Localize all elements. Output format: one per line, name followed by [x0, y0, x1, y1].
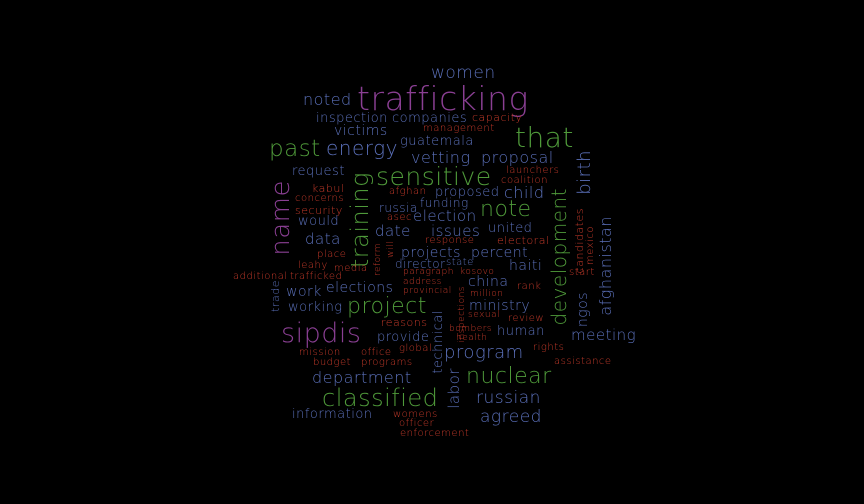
word-request: request [292, 164, 345, 179]
word-ministry: ministry [469, 298, 531, 314]
word-trade: trade [269, 280, 282, 312]
word-inspection: inspection [316, 111, 388, 126]
word-address: address [403, 277, 442, 287]
word-data: data [305, 230, 341, 248]
word-china: china [468, 274, 509, 290]
word-united: united [488, 221, 533, 236]
word-russia: russia [379, 201, 418, 215]
word-concerns: concerns [295, 193, 345, 204]
word-rights: rights [533, 342, 565, 353]
word-afghanistan: afghanistan [596, 216, 615, 316]
word-past: past [269, 136, 321, 162]
word-provide: provide [377, 330, 430, 345]
word-election: election [413, 207, 477, 225]
word-sensitive: sensitive [376, 162, 492, 191]
word-sipdis: sipdis [281, 318, 362, 349]
word-funding: funding [420, 196, 469, 210]
word-budget: budget [313, 357, 352, 368]
word-director: director [395, 257, 446, 271]
word-kabul: kabul [312, 182, 345, 195]
word-provincial: provincial [403, 286, 452, 296]
word-electoral: electoral [497, 234, 550, 247]
word-agreed: agreed [480, 407, 542, 427]
word-work: work [286, 284, 322, 300]
word-health: health [456, 333, 488, 343]
word-launchers: launchers [506, 165, 560, 176]
word-would: would [298, 214, 340, 229]
word-noted: noted [303, 90, 352, 109]
word-bombers: bombers [449, 324, 493, 334]
word-information: information [292, 407, 373, 422]
word-meeting: meeting [571, 326, 637, 344]
word-working: working [288, 300, 343, 315]
word-will: will [386, 241, 396, 258]
word-project: project [347, 294, 427, 319]
word-women: women [431, 63, 496, 83]
word-additional: additional [233, 271, 288, 282]
word-response: response [425, 235, 475, 246]
word-birth: birth [574, 150, 595, 195]
word-security: security [295, 204, 343, 217]
word-companies: companies [392, 111, 468, 126]
word-program: program [444, 342, 524, 363]
word-sexual: sexual [468, 310, 501, 320]
word-human: human [497, 324, 545, 339]
word-name: name [266, 180, 296, 256]
word-proposed: proposed [435, 185, 500, 200]
word-state: state [446, 257, 474, 268]
word-start: start [569, 267, 595, 278]
word-leahy: leahy [298, 260, 328, 271]
word-vetting: vetting [411, 148, 471, 167]
word-trafficking: trafficking [357, 79, 529, 118]
word-coalition: coalition [501, 175, 548, 186]
word-programs: programs [361, 357, 413, 368]
word-development: development [547, 188, 571, 326]
word-afghan: afghan [389, 186, 427, 197]
word-rank: rank [517, 281, 542, 292]
word-management: management [423, 123, 495, 134]
word-review: review [508, 313, 545, 324]
word-classified: classified [322, 384, 439, 412]
word-kosovo: kosovo [460, 267, 495, 277]
word-mission: mission [299, 347, 341, 358]
word-officer: officer [399, 418, 435, 429]
word-place: place [317, 249, 347, 260]
word-guatemala: guatemala [400, 134, 474, 149]
word-reasons: reasons [381, 316, 428, 329]
word-department: department [312, 368, 412, 387]
word-training: training [346, 172, 374, 269]
word-labor: labor [445, 368, 463, 409]
word-victims: victims [334, 123, 388, 139]
word-issues: issues [431, 222, 481, 240]
word-media: media [334, 263, 368, 274]
word-office: office [361, 347, 392, 358]
word-global: global [399, 343, 433, 354]
word-enforcement: enforcement [400, 428, 470, 439]
word-date: date [375, 222, 411, 240]
word-ngos: ngos [575, 292, 591, 328]
word-mexico: mexico [585, 226, 596, 266]
word-energy: energy [326, 136, 398, 160]
word-proposal: proposal [481, 148, 554, 167]
word-reform: reform [373, 243, 383, 277]
word-paragraph: paragraph [403, 267, 454, 277]
word-child: child [504, 183, 545, 202]
word-capacity: capacity [472, 111, 523, 124]
word-russian: russian [476, 388, 541, 408]
word-projects: projects [401, 245, 461, 261]
word-that: that [515, 121, 574, 154]
word-million: million [470, 289, 504, 299]
word-asec: asec [387, 212, 412, 223]
word-nuclear: nuclear [466, 364, 552, 389]
word-elections: elections [326, 280, 394, 296]
word-trafficked: trafficked [290, 271, 343, 282]
word-percent: percent [471, 245, 529, 261]
word-womens: womens [393, 409, 438, 420]
word-haiti: haiti [509, 258, 543, 274]
word-candidates: candidates [573, 208, 586, 274]
word-note: note [480, 197, 532, 222]
word-assistance: assistance [554, 356, 612, 367]
